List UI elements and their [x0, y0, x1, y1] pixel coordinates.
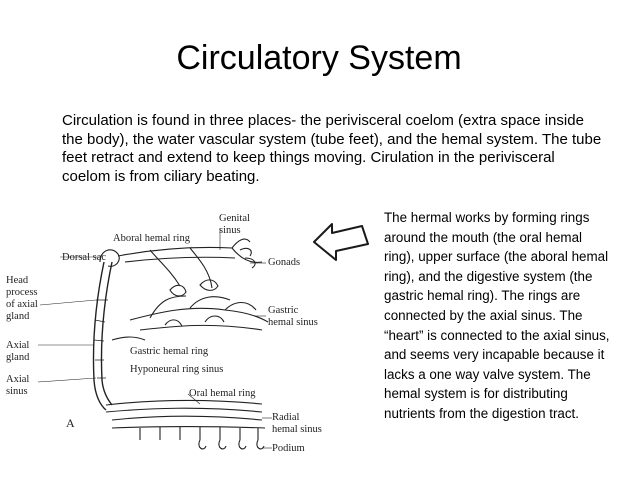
intro-paragraph: Circulation is found in three places- th…	[62, 112, 602, 185]
label-genital-sinus-line1: Genital	[219, 213, 250, 224]
label-radial-hemal-sinus-line1: Radial	[272, 412, 300, 423]
label-gonads: Gonads	[268, 257, 301, 268]
label-dorsal-sac: Dorsal sac	[62, 252, 107, 263]
label-genital-sinus-line2: sinus	[219, 225, 241, 236]
label-head-process-line1: Head	[6, 275, 29, 286]
label-oral-hemal-ring: Oral hemal ring	[189, 388, 256, 399]
label-radial-hemal-sinus-line2: hemal sinus	[272, 424, 322, 435]
label-axial-gland-line1: Axial	[6, 340, 30, 351]
axial-gland-shape	[92, 261, 107, 411]
slide-title: Circulatory System	[176, 39, 462, 77]
label-axial-sinus-line2: sinus	[6, 386, 28, 397]
label-podium: Podium	[272, 443, 305, 454]
radial-hemal-sinus-shape	[111, 425, 266, 429]
label-axial-sinus-line1: Axial	[6, 374, 30, 385]
label-panel-letter: A	[66, 416, 75, 430]
podium-shape	[198, 439, 265, 450]
gastric-hemal-sinus-shape	[129, 295, 269, 323]
label-aboral-hemal-ring: Aboral hemal ring	[113, 233, 190, 244]
label-head-process-line4: gland	[6, 311, 30, 322]
hemal-system-description: The hermal works by forming rings around…	[384, 210, 610, 421]
dorsal-sac-shape	[99, 249, 120, 267]
label-head-process-line3: of axial	[6, 299, 38, 310]
label-hyponeural-ring-sinus: Hyponeural ring sinus	[130, 364, 224, 375]
label-gastric-hemal-sinus-line2: hemal sinus	[268, 317, 318, 328]
left-arrow-icon	[313, 223, 369, 261]
label-head-process-line2: process	[6, 287, 38, 298]
label-gastric-hemal-ring: Gastric hemal ring	[130, 346, 209, 357]
gastric-hemal-ring-shape	[111, 336, 146, 341]
label-gastric-hemal-sinus-line1: Gastric	[268, 305, 299, 316]
oral-hemal-ring-shape	[105, 399, 263, 406]
label-axial-gland-line2: gland	[6, 352, 30, 363]
hemal-system-diagram	[37, 228, 272, 450]
aboral-hemal-ring-shape	[117, 246, 263, 289]
